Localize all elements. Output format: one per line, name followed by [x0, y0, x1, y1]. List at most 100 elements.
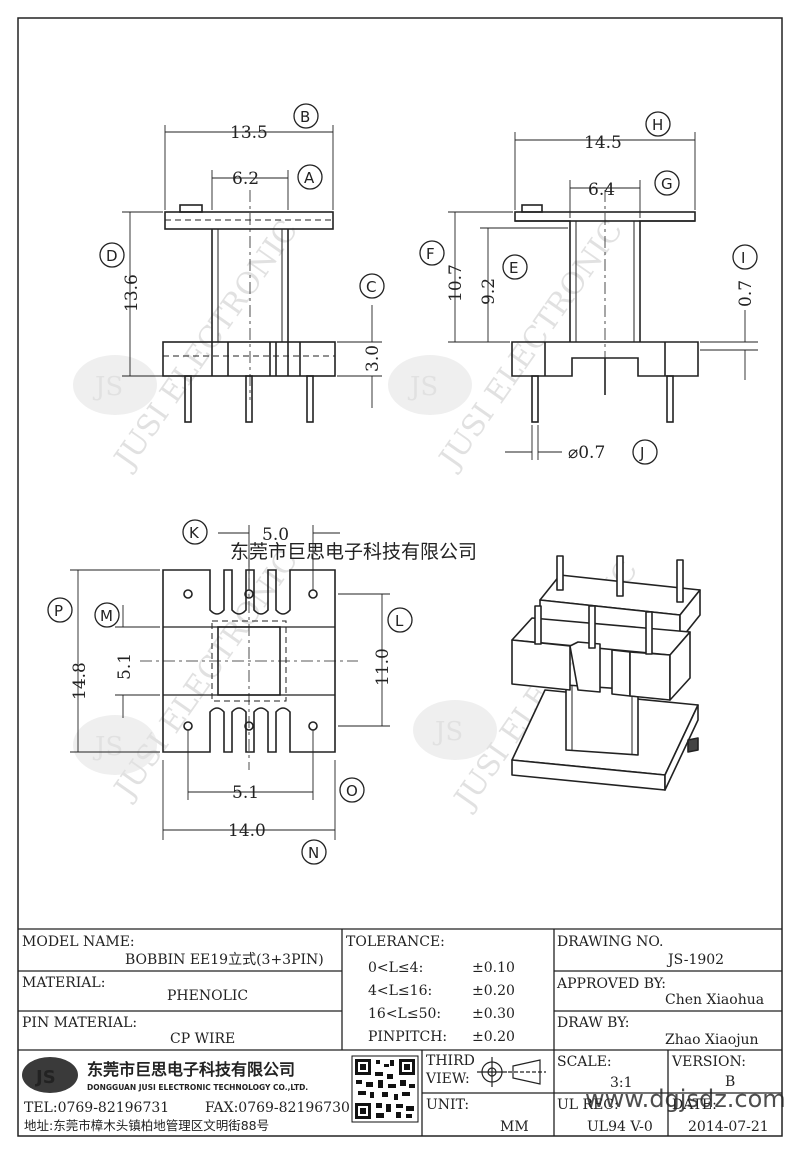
title-block-frame — [18, 928, 782, 1136]
dim-c-tag: C — [359, 273, 385, 299]
dim-a-value: 6.2 — [232, 169, 259, 189]
svg-text:JS: JS — [92, 372, 123, 402]
svg-text:G: G — [661, 175, 673, 193]
company-tel: TEL:0769-82196731 — [24, 1100, 169, 1116]
scale-value: 3:1 — [610, 1075, 633, 1091]
dim-n-tag: N — [301, 839, 327, 865]
ul-rec-label: UL REC: — [557, 1097, 619, 1113]
tol-range-1: 0<L≤4: — [368, 960, 423, 976]
svg-text:N: N — [308, 844, 319, 862]
ul-rec-value: UL94 V-0 — [587, 1119, 653, 1135]
model-name-label: MODEL NAME: — [22, 934, 135, 950]
tol-range-2: 4<L≤16: — [368, 983, 432, 999]
front-view-dimensions — [122, 125, 382, 408]
svg-text:B: B — [300, 108, 310, 126]
tol-value-4: ±0.20 — [472, 1029, 515, 1045]
approved-label: APPROVED BY: — [556, 976, 666, 992]
watermark-logo-2: JS — [388, 355, 472, 415]
svg-text:J: J — [639, 444, 644, 462]
pin-material-label: PIN MATERIAL: — [22, 1015, 137, 1031]
dim-g-tag: G — [654, 170, 680, 196]
date-value: 2014-07-21 — [688, 1119, 769, 1135]
dim-e-value: 9.2 — [479, 278, 499, 305]
svg-text:E: E — [509, 259, 518, 277]
qr-code — [351, 1055, 419, 1123]
dim-p-value: 14.8 — [70, 662, 90, 700]
dim-k-value: 5.0 — [262, 525, 289, 545]
dim-j-value: ⌀0.7 — [568, 443, 605, 463]
dim-o-tag: O — [339, 777, 365, 803]
tol-value-1: ±0.10 — [472, 960, 515, 976]
svg-text:K: K — [189, 524, 200, 542]
dim-h-value: 14.5 — [584, 133, 622, 153]
date-label: DATE: — [672, 1097, 717, 1113]
dim-l-value: 11.0 — [373, 648, 393, 686]
company-fax: FAX:0769-82196730 — [205, 1100, 350, 1116]
watermark-logo-1: JS — [73, 355, 157, 415]
dim-e-tag: E — [502, 254, 528, 280]
dim-k-tag: K — [182, 519, 208, 545]
dim-j-tag: J — [632, 439, 658, 465]
svg-text:H: H — [652, 116, 663, 134]
company-address: 地址:东莞市樟木头镇柏地管理区文明街88号 — [24, 1118, 269, 1133]
dim-c-value: 3.0 — [363, 345, 383, 372]
svg-text:O: O — [346, 782, 358, 800]
svg-text:A: A — [304, 169, 315, 187]
scale-label: SCALE: — [557, 1054, 612, 1070]
svg-text:I: I — [741, 249, 745, 267]
isometric-view — [511, 555, 701, 791]
dim-m-tag: M — [94, 602, 120, 628]
watermark-brand-2: JUSI ELECTRONIC — [431, 214, 630, 478]
dim-g-value: 6.4 — [588, 180, 615, 200]
draw-by-value: Zhao Xiaojun — [665, 1032, 759, 1048]
pin-material-value: CP WIRE — [170, 1031, 235, 1047]
side-view — [511, 190, 699, 423]
dim-d-value: 13.6 — [122, 274, 142, 312]
dim-f-value: 10.7 — [446, 264, 466, 302]
svg-text:JS: JS — [34, 1067, 56, 1088]
third-angle-projection-icon — [477, 1057, 546, 1087]
tol-range-3: 16<L≤50: — [368, 1006, 441, 1022]
dim-h-tag: H — [645, 111, 671, 137]
sheet-border — [17, 17, 783, 1137]
dim-a-tag: A — [297, 164, 323, 190]
watermark-company-cn: 东莞市巨思电子科技有限公司 — [230, 541, 477, 563]
watermark-logo-3: JS — [73, 715, 157, 775]
dim-i-tag: I — [732, 244, 758, 270]
svg-text:F: F — [426, 245, 435, 263]
svg-text:P: P — [54, 602, 63, 620]
svg-text:JS: JS — [92, 732, 123, 762]
site-watermark: www.dgjsdz.com — [585, 1085, 786, 1113]
top-view-dimensions — [70, 525, 390, 840]
tol-range-4: PINPITCH: — [368, 1029, 447, 1045]
svg-text:C: C — [366, 278, 376, 296]
watermark-logo-4: JS — [413, 700, 497, 760]
version-label: VERSION: — [671, 1054, 746, 1070]
dim-o-value: 5.1 — [232, 783, 259, 803]
svg-text:M: M — [100, 607, 113, 625]
svg-text:L: L — [395, 612, 404, 630]
third-view-label-2: VIEW: — [425, 1071, 470, 1087]
unit-label: UNIT: — [426, 1097, 469, 1113]
draw-by-label: DRAW BY: — [557, 1015, 629, 1031]
dim-f-tag: F — [419, 240, 445, 266]
svg-text:D: D — [106, 247, 118, 265]
dim-l-tag: L — [387, 607, 413, 633]
dim-n-value: 14.0 — [228, 821, 266, 841]
dim-i-value: 0.7 — [736, 280, 756, 307]
tol-value-2: ±0.20 — [472, 983, 515, 999]
drawing-no-label: DRAWING NO. — [557, 934, 663, 950]
unit-value: MM — [500, 1119, 529, 1135]
company-logo: JS — [22, 1057, 78, 1093]
version-value: B — [725, 1074, 735, 1090]
material-value: PHENOLIC — [167, 988, 248, 1004]
approved-value: Chen Xiaohua — [665, 992, 764, 1008]
third-view-label-1: THIRD — [426, 1053, 475, 1069]
dim-b-tag: B — [293, 103, 319, 129]
drawing-no-value: JS-1902 — [666, 952, 724, 968]
dim-m-value: 5.1 — [115, 653, 135, 680]
company-name-cn: 东莞市巨思电子科技有限公司 — [87, 1060, 295, 1079]
svg-text:JS: JS — [432, 717, 463, 747]
dim-b-value: 13.5 — [230, 123, 268, 143]
